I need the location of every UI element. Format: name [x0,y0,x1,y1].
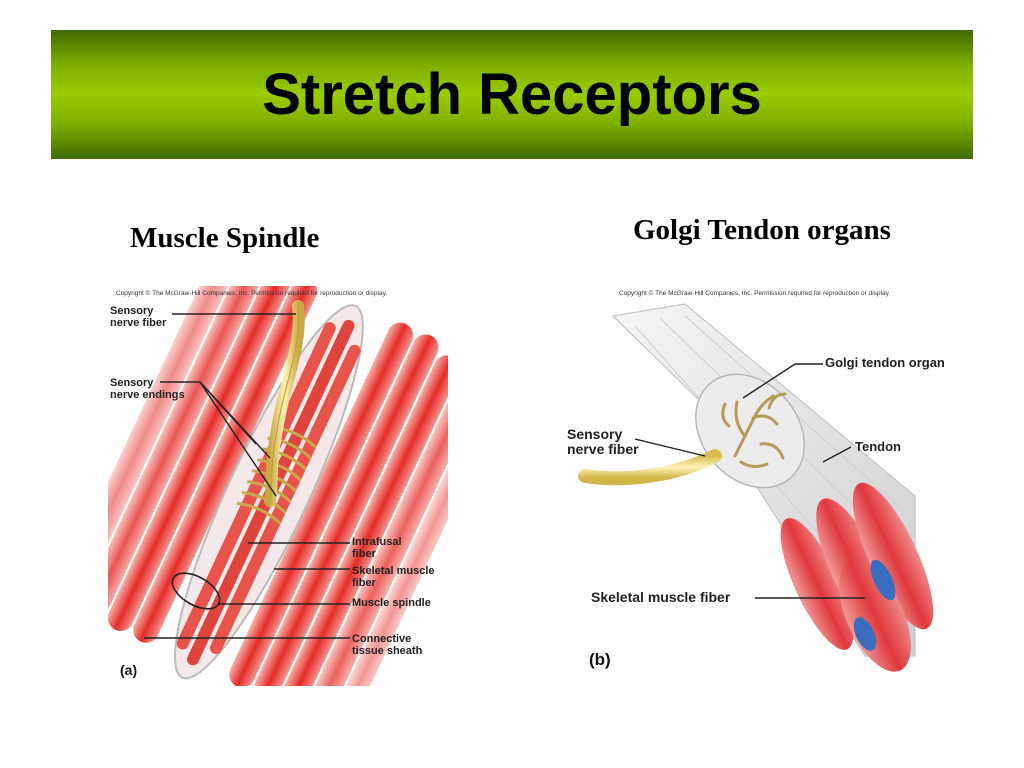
skeletal-muscle-fibers-b [780,482,934,672]
label-tendon: Tendon [855,439,901,454]
golgi-tendon-heading: Golgi Tendon organs [633,214,891,246]
nerve-terminal-branches [721,392,787,469]
muscle-spindle-figure: Copyright © The McGraw-Hill Companies, I… [108,286,448,686]
copyright-note-b: Copyright © The McGraw-Hill Companies, I… [619,290,891,297]
label-muscle-spindle: Muscle spindle [352,597,431,609]
panel-letter-a: (a) [120,662,138,678]
muscle-spindle-heading: Muscle Spindle [130,222,320,254]
golgi-tendon-illustration [578,303,934,672]
slide-title: Stretch Receptors [262,62,762,127]
skeletal-muscle-fibers [108,286,448,686]
golgi-tendon-figure: Copyright © The McGraw-Hill Companies, I… [565,286,975,686]
panel-letter-b: (b) [589,650,611,669]
muscle-spindle-illustration [108,286,448,686]
label-skeletal-muscle-fiber-b: Skeletal muscle fiber [591,589,731,605]
label-golgi-tendon-organ: Golgi tendon organ [825,355,945,370]
copyright-note: Copyright © The McGraw-Hill Companies, I… [116,290,388,297]
title-bar: Stretch Receptors [51,30,973,159]
